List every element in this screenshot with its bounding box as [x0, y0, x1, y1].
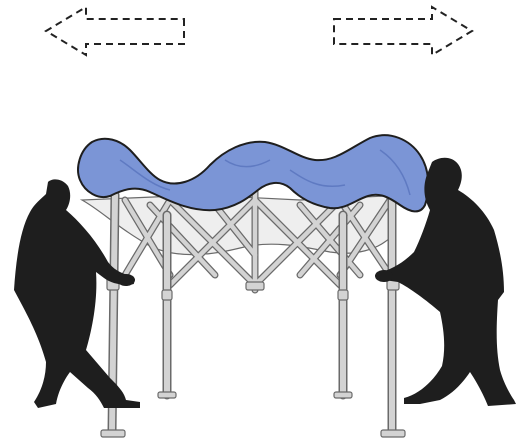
left-arrow-icon	[46, 7, 184, 55]
right-arrow-icon	[334, 7, 472, 55]
